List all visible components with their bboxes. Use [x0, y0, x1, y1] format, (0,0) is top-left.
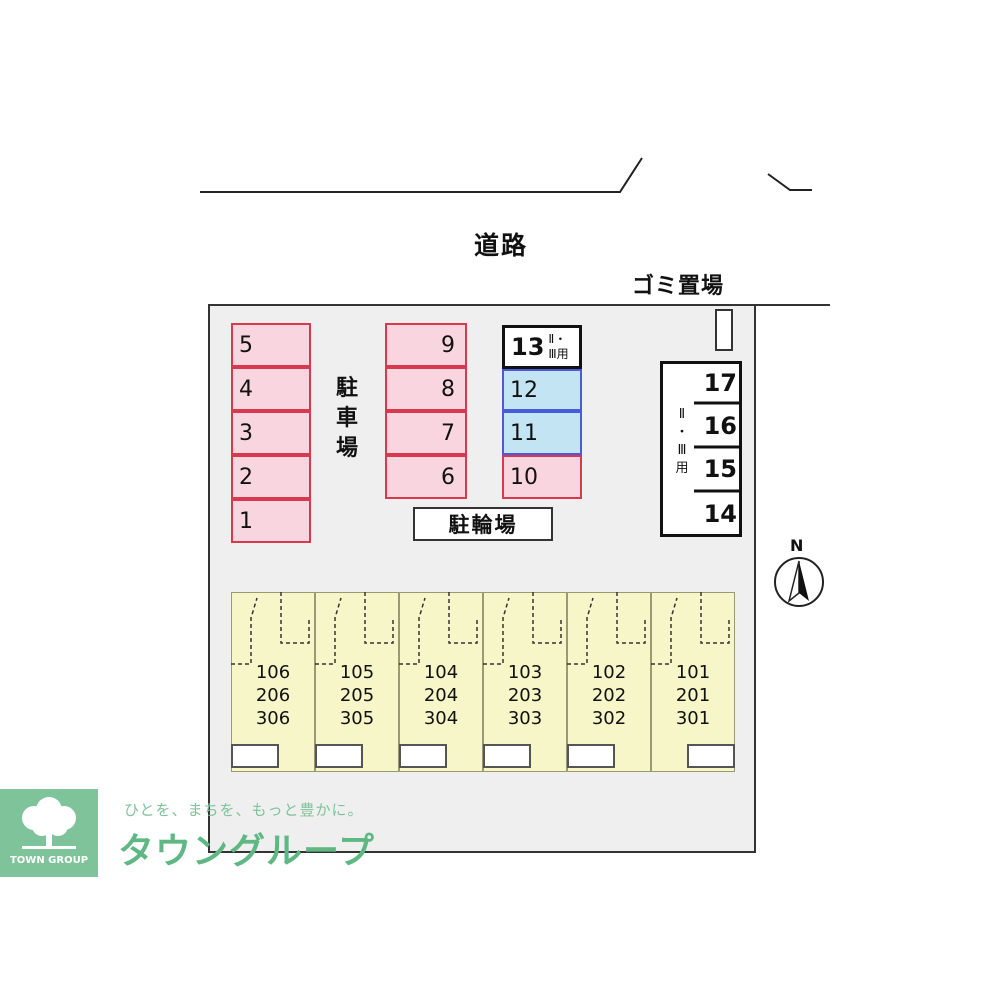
- logo-text: TOWN GROUP: [9, 855, 89, 866]
- unit-106-numbers: 106 206 306: [231, 661, 315, 730]
- parking-slot-11: 11: [502, 411, 582, 455]
- room-number: 301: [675, 708, 711, 729]
- parking-slot-3: 3: [231, 411, 311, 455]
- unit-101-numbers: 101 201 301: [651, 661, 735, 730]
- room-number: 302: [591, 708, 627, 729]
- note-line: Ⅱ・: [548, 332, 567, 346]
- room-number: 206: [255, 685, 291, 706]
- parking-slot-10: 10: [502, 455, 582, 499]
- unit-102: [567, 592, 651, 772]
- brand-tagline: ひとを、まちを、もっと豊かに。: [124, 801, 364, 819]
- parking-slot-7: 7: [385, 411, 467, 455]
- parking-slot-17: 17: [703, 369, 737, 397]
- unit-105-entrance: [315, 744, 363, 768]
- parking-slot-8: 8: [385, 367, 467, 411]
- note-line: Ⅲ用: [548, 347, 569, 361]
- parking-label-char: 車: [335, 406, 358, 431]
- room-number: 205: [339, 685, 375, 706]
- unit-103: [483, 592, 567, 772]
- parking-block-dividers: [694, 401, 740, 493]
- parking-slot-14: 14: [703, 500, 737, 528]
- room-number: 104: [423, 662, 459, 683]
- parking-label-char: 場: [335, 436, 358, 461]
- parking-slot-5: 5: [231, 323, 311, 367]
- parking-label-char: 駐: [335, 376, 358, 401]
- parking-slot-13-note: Ⅱ・ Ⅲ用: [548, 332, 568, 362]
- parking-slot-2: 2: [231, 455, 311, 499]
- road-edge-left: [200, 157, 643, 193]
- parking-slot-12: 12: [502, 369, 582, 411]
- parking-slot-13-number: 13: [511, 333, 545, 361]
- road-lines: [200, 157, 830, 306]
- unit-101: [651, 592, 735, 772]
- unit-104-entrance: [399, 744, 447, 768]
- unit-103-entrance: [483, 744, 531, 768]
- unit-104: [399, 592, 483, 772]
- unit-102-entrance: [567, 744, 615, 768]
- note-char: 用: [675, 461, 689, 476]
- unit-106: [231, 592, 315, 772]
- garbage-area-label: ゴミ置場: [632, 274, 725, 299]
- room-number: 202: [591, 685, 627, 706]
- room-number: 306: [255, 708, 291, 729]
- unit-103-numbers: 103 203 303: [483, 661, 567, 730]
- room-number: 102: [591, 662, 627, 683]
- parking-slot-9: 9: [385, 323, 467, 367]
- room-number: 103: [507, 662, 543, 683]
- room-number: 204: [423, 685, 459, 706]
- garbage-bin: [715, 309, 733, 351]
- parking-slot-16: 16: [703, 412, 737, 440]
- note-char: Ⅲ: [677, 443, 687, 458]
- road-label: 道路: [474, 231, 529, 260]
- room-number: 304: [423, 708, 459, 729]
- room-number: 203: [507, 685, 543, 706]
- room-number: 201: [675, 685, 711, 706]
- room-number: 101: [675, 662, 711, 683]
- bike-parking-label: 駐輪場: [413, 507, 553, 541]
- parking-slot-13: 13 Ⅱ・ Ⅲ用: [502, 325, 582, 369]
- parking-slot-15: 15: [703, 455, 737, 483]
- unit-105-numbers: 105 205 305: [315, 661, 399, 730]
- room-number: 303: [507, 708, 543, 729]
- room-number: 305: [339, 708, 375, 729]
- unit-106-entrance: [231, 744, 279, 768]
- parking-label: 駐 車 場: [332, 374, 362, 464]
- parking-block-note: Ⅱ ・ Ⅲ 用: [672, 406, 692, 478]
- note-char: Ⅱ: [678, 407, 686, 422]
- unit-102-numbers: 102 202 302: [567, 661, 651, 730]
- parking-slot-1: 1: [231, 499, 311, 543]
- parking-slot-6: 6: [385, 455, 467, 499]
- room-number: 106: [255, 662, 291, 683]
- north-label: N: [790, 536, 804, 555]
- compass-icon: [774, 557, 824, 607]
- tree-icon: [22, 797, 76, 849]
- unit-104-numbers: 104 204 304: [399, 661, 483, 730]
- note-char: ・: [675, 425, 689, 440]
- parking-slot-4: 4: [231, 367, 311, 411]
- road-edge-right: [767, 173, 812, 191]
- unit-101-entrance: [687, 744, 735, 768]
- brand-name: タウングループ: [118, 831, 375, 872]
- room-number: 105: [339, 662, 375, 683]
- parking-block-14-17: [660, 361, 742, 537]
- unit-interior-lines: [231, 592, 730, 665]
- unit-105: [315, 592, 399, 772]
